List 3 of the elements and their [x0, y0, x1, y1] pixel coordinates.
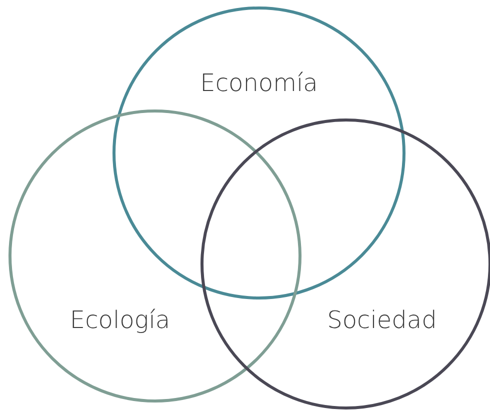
circle-label: Ecología	[70, 306, 170, 334]
circle-label: Economía	[200, 69, 318, 97]
circle-label: Sociedad	[327, 306, 437, 334]
